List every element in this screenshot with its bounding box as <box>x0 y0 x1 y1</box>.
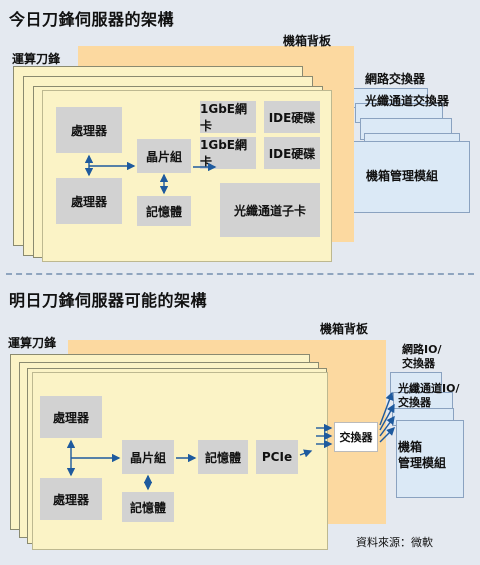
chassis-backplane-label: 機箱背板 <box>283 34 332 48</box>
compute-blade-label: 運算刀鋒 <box>12 52 61 66</box>
nic-box: 1GbE網卡 <box>200 101 256 133</box>
switch-io-link <box>379 415 395 437</box>
chassis-mgmt-module <box>396 420 464 498</box>
network-io-label-2: 交換器 <box>402 357 435 370</box>
pcie-box: PCIe <box>256 440 298 474</box>
chassis-mgmt-label-2: 管理模組 <box>398 456 447 470</box>
fibre-io-label-1: 光纖通道IO/ <box>398 382 460 395</box>
today-title: 今日刀鋒伺服器的架構 <box>9 10 175 29</box>
network-switch-label: 網路交換器 <box>365 72 426 86</box>
fibre-daughter-card: 光纖通道子卡 <box>220 183 320 237</box>
memory-box: 記憶體 <box>198 440 248 474</box>
switch-box: 交換器 <box>334 422 378 452</box>
memory-box: 記憶體 <box>122 492 174 522</box>
processor-box: 處理器 <box>40 478 102 520</box>
processor-box: 處理器 <box>56 178 122 224</box>
section-divider <box>6 273 474 275</box>
switch-io-link <box>379 427 395 443</box>
ide-disk-box: IDE硬碟 <box>264 101 320 133</box>
chipset-box: 晶片組 <box>122 440 174 474</box>
pcie-switch-link <box>299 449 313 458</box>
processor-box: 處理器 <box>56 107 122 153</box>
chassis-backplane-label: 機箱背板 <box>320 322 369 336</box>
fibre-switch-label: 光纖通道交換器 <box>365 94 450 108</box>
source-note: 資料來源：微軟 <box>356 536 433 549</box>
fibre-io-label-2: 交換器 <box>398 396 431 409</box>
processor-box: 處理器 <box>40 396 102 438</box>
chassis-mgmt-label-1: 機箱 <box>398 440 423 454</box>
compute-blade-label: 運算刀鋒 <box>8 336 57 350</box>
tomorrow-title: 明日刀鋒伺服器可能的架構 <box>9 291 208 310</box>
ide-disk-box: IDE硬碟 <box>264 137 320 169</box>
chassis-mgmt-module <box>352 141 470 213</box>
chipset-box: 晶片組 <box>137 139 191 173</box>
switch-io-link <box>379 391 394 426</box>
memory-box: 記憶體 <box>137 196 191 226</box>
chassis-mgmt-label: 機箱管理模組 <box>366 169 439 183</box>
network-io-label-1: 網路IO/ <box>402 343 442 356</box>
